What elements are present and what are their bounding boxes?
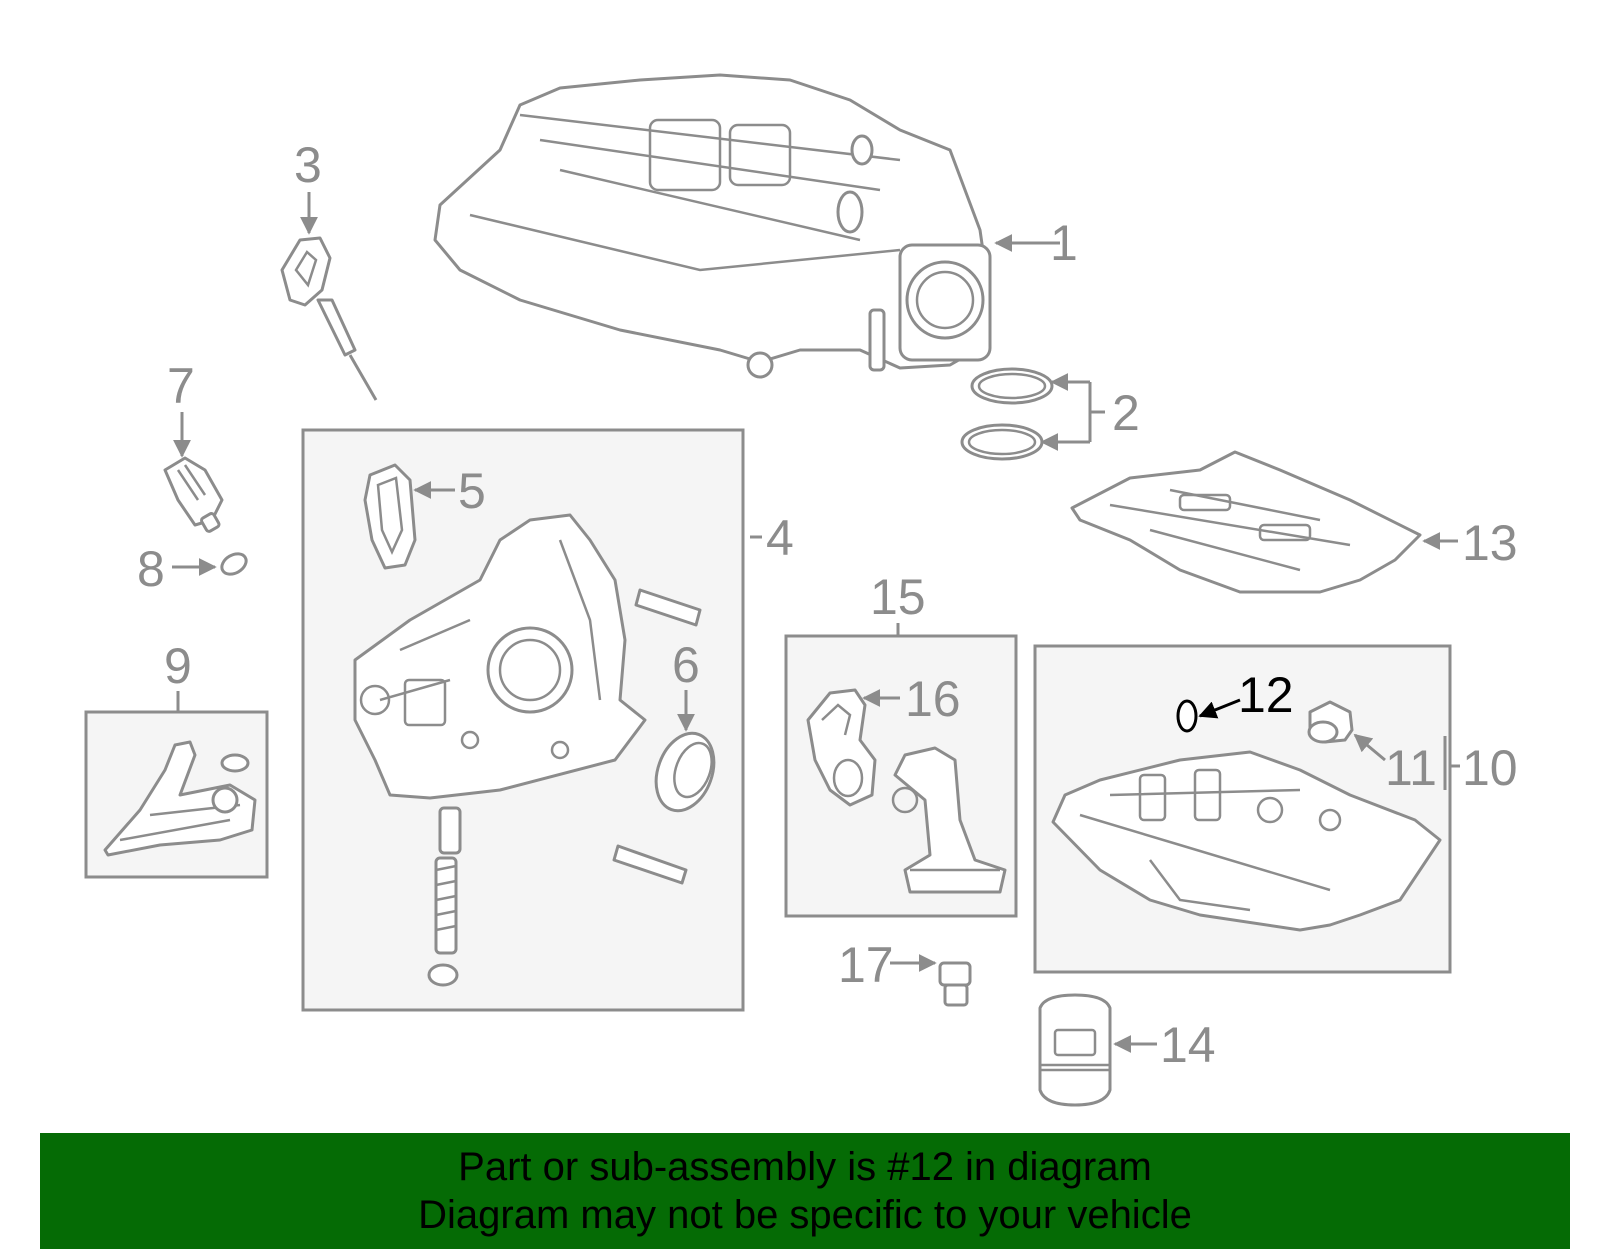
part-oil-filter[interactable] <box>1038 993 1112 1107</box>
callout-15: 15 <box>870 569 926 625</box>
leader-lines <box>172 192 1460 1053</box>
part-drain-bolt[interactable] <box>1307 700 1354 744</box>
part-oil-seal[interactable] <box>646 725 724 819</box>
part-washer[interactable] <box>218 550 250 579</box>
callout-10: 10 <box>1462 740 1518 796</box>
callout-12: 12 <box>1238 667 1294 723</box>
part-oil-strainer[interactable] <box>103 740 257 857</box>
part-baffle-plate[interactable] <box>1070 450 1422 594</box>
callout-2: 2 <box>1112 385 1140 441</box>
part-drain-washer-highlighted[interactable] <box>1176 699 1198 733</box>
callout-5: 5 <box>458 463 486 519</box>
parts-diagram: 1 2 3 4 5 6 7 8 9 10 11 12 13 14 15 16 1… <box>84 73 1518 1107</box>
part-oil-pan[interactable] <box>1051 750 1442 932</box>
callout-9: 9 <box>164 638 192 694</box>
part-filter-housing-gasket[interactable] <box>806 688 877 807</box>
part-intake-manifold[interactable] <box>433 73 992 379</box>
banner-line-disclaimer: Diagram may not be specific to your vehi… <box>418 1193 1192 1237</box>
info-banner: Part or sub-assembly is #12 in diagram D… <box>40 1133 1570 1249</box>
callout-13: 13 <box>1462 515 1518 571</box>
banner-line-part-number: Part or sub-assembly is #12 in diagram <box>458 1145 1152 1189</box>
callout-14: 14 <box>1160 1017 1216 1073</box>
part-pump-studs[interactable] <box>427 588 702 987</box>
part-oil-filter-housing[interactable] <box>891 746 1007 894</box>
part-drain-plug[interactable] <box>938 961 972 1007</box>
callout-8: 8 <box>137 541 165 597</box>
part-pump-gasket[interactable] <box>363 463 417 570</box>
part-gaskets[interactable] <box>960 367 1054 461</box>
callout-4: 4 <box>766 510 794 566</box>
callout-6: 6 <box>672 637 700 693</box>
callout-11: 11 <box>1385 740 1437 796</box>
callout-17: 17 <box>838 937 894 993</box>
callout-1: 1 <box>1050 215 1078 271</box>
part-oil-pressure-sensor[interactable] <box>163 456 224 533</box>
callout-7: 7 <box>167 358 195 414</box>
part-oil-pump[interactable] <box>353 513 647 800</box>
callout-3: 3 <box>294 137 322 193</box>
callout-16: 16 <box>905 671 961 727</box>
part-dipstick[interactable] <box>280 236 378 401</box>
